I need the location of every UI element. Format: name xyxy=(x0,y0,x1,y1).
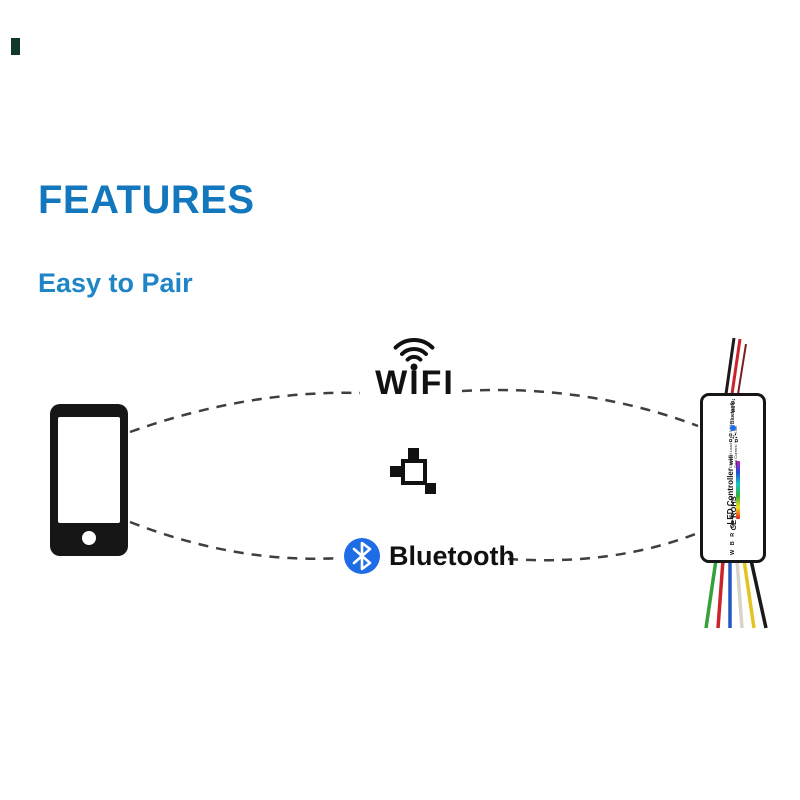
page-title: FEATURES xyxy=(38,178,255,222)
led-strip-wires xyxy=(704,559,768,629)
qr-code xyxy=(728,433,738,442)
power-wires xyxy=(724,337,747,395)
spec-text: Channel Load: Max 3.5A Total Current: Ma… xyxy=(728,424,738,469)
smartphone-icon xyxy=(50,404,128,556)
spec-line-2: Total Current: Max 3.5A xyxy=(733,426,738,469)
controller-name: LED Controller xyxy=(726,468,735,525)
controller-name-block: LED Controller wifi xyxy=(726,455,740,524)
phone-home-button xyxy=(82,531,96,545)
wifi-link-left xyxy=(129,391,361,434)
controller-label-area: W B R G + CE ROHS LED Controller wifi Ch… xyxy=(707,399,759,557)
bluetooth-badge-icon xyxy=(730,425,736,432)
bluetooth-link-right xyxy=(507,531,699,562)
dc-input-label: DC 5-24V xyxy=(730,399,736,413)
bluetooth-link-left xyxy=(129,520,341,560)
wifi-link-right xyxy=(461,388,699,428)
bluetooth-row: Bluetooth xyxy=(344,538,515,574)
wire-labels: W B R G + xyxy=(730,514,736,555)
rainbow-strip xyxy=(736,460,740,519)
wifi-icon xyxy=(393,337,435,371)
bluetooth-badge: Bluetooth xyxy=(730,401,736,432)
section-subtitle: Easy to Pair xyxy=(38,268,193,298)
corner-mark xyxy=(11,38,20,55)
phone-screen xyxy=(58,417,120,523)
pairing-icon xyxy=(390,448,436,494)
led-controller-device: W B R G + CE ROHS LED Controller wifi Ch… xyxy=(700,393,766,563)
bluetooth-icon xyxy=(344,538,380,574)
bluetooth-label: Bluetooth xyxy=(389,540,515,571)
wifi-label: WIFI xyxy=(375,364,455,402)
